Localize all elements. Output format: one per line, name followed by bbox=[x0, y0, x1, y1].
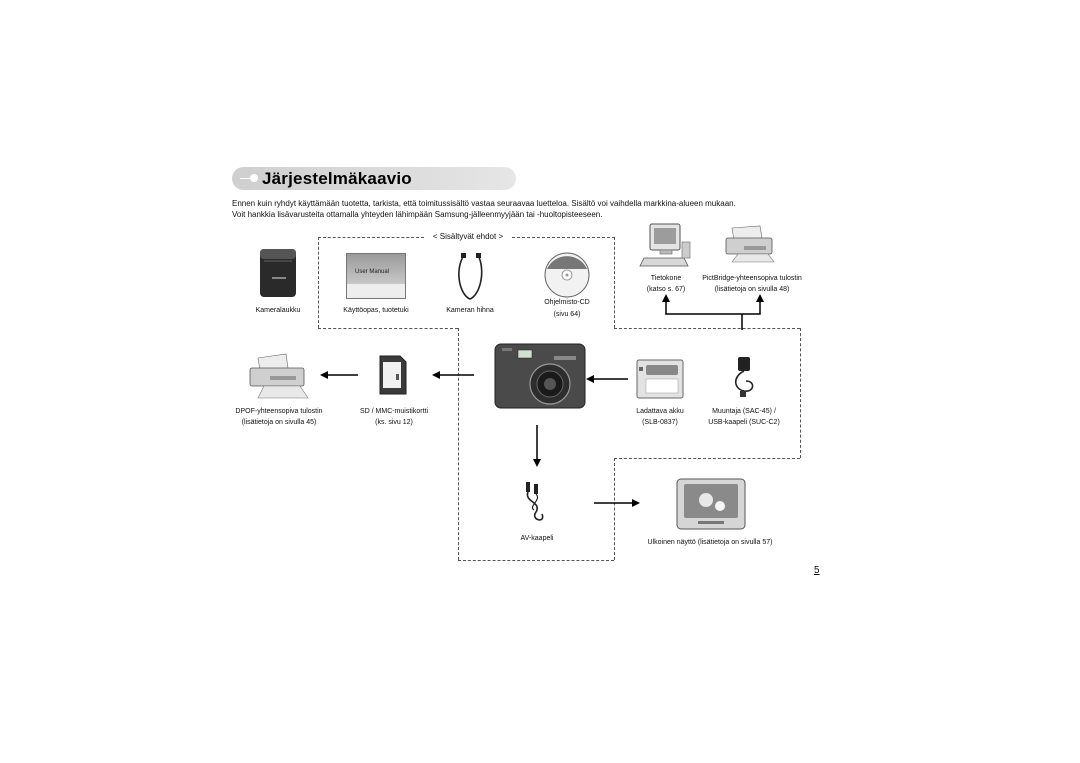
arrow-to-external-monitor bbox=[594, 499, 640, 507]
memory-card-label-line-1: SD / MMC-muistikortti bbox=[359, 408, 429, 415]
dpof-printer-label-line-2: (lisätietoja on sivulla 45) bbox=[241, 419, 317, 426]
pictbridge-printer-label-line-1: PictBridge-yhteensopiva tulostin bbox=[702, 275, 802, 282]
battery-label-line-1: Ladattava akku bbox=[636, 408, 684, 415]
user-manual-icon: User Manual bbox=[346, 253, 406, 299]
memory-card-label-line-2: (ks. sivu 12) bbox=[375, 419, 413, 426]
arrow-to-dpof-printer bbox=[320, 371, 358, 379]
camera-strap-icon bbox=[458, 253, 483, 300]
camera-strap-label: Kameran hihna bbox=[446, 307, 494, 314]
memory-card-icon bbox=[379, 355, 407, 395]
title-bullet-icon bbox=[250, 174, 258, 182]
adapter-label-line-1: Muuntaja (SAC-45) / bbox=[712, 408, 776, 415]
included-border-lower-step bbox=[614, 458, 800, 459]
computer-icon bbox=[639, 223, 691, 267]
camera-case-icon bbox=[260, 249, 296, 297]
included-border-mid-left bbox=[318, 328, 458, 329]
battery-label-line-2: (SLB-0837) bbox=[642, 419, 678, 426]
dpof-printer-label-line-1: DPOF-yhteensopiva tulostin bbox=[235, 408, 323, 415]
included-border-left-lower bbox=[458, 328, 459, 560]
pictbridge-printer-icon bbox=[725, 225, 775, 263]
arrow-from-battery bbox=[586, 375, 628, 383]
included-border-upper-step bbox=[614, 328, 800, 329]
ac-adapter-icon bbox=[734, 357, 754, 397]
pictbridge-printer-label-line-2: (lisätietoja on sivulla 48) bbox=[714, 286, 790, 293]
page-number: 5 bbox=[814, 565, 820, 576]
av-cable-icon bbox=[526, 482, 544, 521]
included-border-left bbox=[318, 237, 319, 328]
adapter-label-line-2: USB-kaapeli (SUC-C2) bbox=[708, 419, 780, 426]
page-title: Järjestelmäkaavio bbox=[262, 169, 412, 188]
user-manual-label: Käyttöopas, tuotetuki bbox=[343, 307, 409, 314]
included-heading: < Sisältyvät ehdot > bbox=[432, 232, 504, 241]
user-manual-cover-text: User Manual bbox=[355, 269, 390, 275]
computer-label-line-1: Tietokone bbox=[650, 275, 682, 282]
included-border-top-left bbox=[318, 237, 424, 238]
external-monitor-label: Ulkoinen näyttö (lisätietoja on sivulla … bbox=[647, 539, 773, 546]
software-cd-label-line-1: Ohjelmisto-CD bbox=[544, 299, 590, 306]
intro-line-1: Ennen kuin ryhdyt käyttämään tuotetta, t… bbox=[232, 199, 736, 208]
included-border-right bbox=[800, 328, 801, 458]
camera-case-label: Kameralaukku bbox=[255, 307, 301, 314]
arrow-to-memory-card bbox=[432, 371, 474, 379]
software-cd-icon bbox=[544, 252, 590, 298]
included-border-top-right bbox=[512, 237, 615, 238]
included-border-right-upper bbox=[614, 237, 615, 328]
battery-icon bbox=[636, 359, 684, 399]
computer-label-line-2: (katso s. 67) bbox=[646, 286, 686, 293]
title-bullet-line bbox=[240, 178, 252, 179]
software-cd-label-line-2: (sivu 64) bbox=[553, 311, 581, 318]
arrow-to-av-cable bbox=[533, 425, 541, 467]
external-monitor-icon bbox=[676, 478, 746, 530]
included-border-bottom bbox=[458, 560, 614, 561]
digital-camera-icon bbox=[494, 343, 586, 409]
connector-computer-printer bbox=[662, 294, 764, 330]
av-cable-label: AV-kaapeli bbox=[520, 535, 554, 542]
intro-line-2: Voit hankkia lisävarusteita ottamalla yh… bbox=[232, 210, 603, 219]
dpof-printer-icon bbox=[249, 353, 309, 399]
section-title-bar bbox=[232, 167, 516, 190]
included-border-right-lower bbox=[614, 458, 615, 560]
